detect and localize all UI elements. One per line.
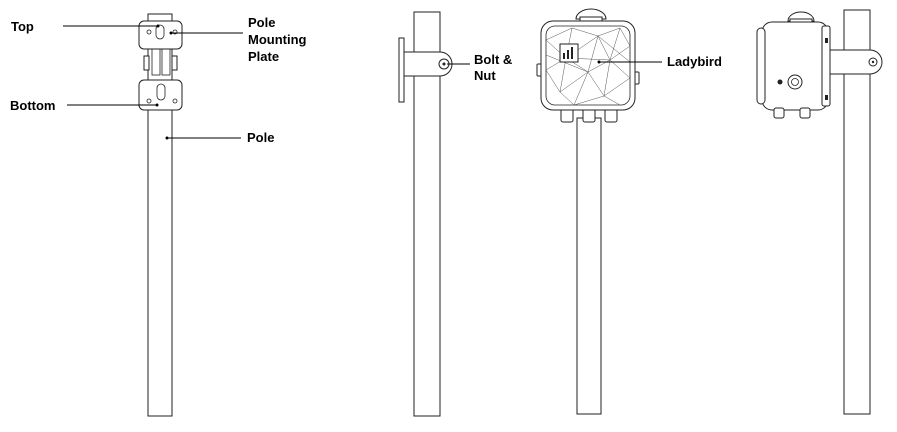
view-side-bolt: Bolt & Nut	[398, 11, 512, 417]
pole-2	[413, 11, 441, 417]
label-plate-line2: Mounting	[248, 32, 307, 47]
label-bolt-line2: Nut	[474, 68, 496, 83]
side-device-body	[761, 21, 829, 111]
top-mounting-plate	[138, 20, 183, 76]
side-port	[787, 74, 803, 90]
label-bottom: Bottom	[10, 98, 56, 113]
pole-4	[843, 9, 871, 415]
label-top: Top	[11, 19, 34, 34]
label-pole: Pole	[247, 130, 274, 145]
side-bracket-right	[825, 49, 883, 75]
view-front-ladybird: Ladybird	[536, 8, 722, 415]
ladybird-logo	[559, 43, 579, 63]
view-side-device	[756, 9, 883, 415]
label-plate-line1: Pole	[248, 15, 275, 30]
side-bracket	[403, 51, 453, 77]
label-bolt-line1: Bolt &	[474, 52, 512, 67]
ladybird-body	[540, 20, 636, 111]
view-pole-mounting-plate: Top Bottom Pole Mounting Plate Pole	[10, 13, 307, 417]
label-ladybird: Ladybird	[667, 54, 722, 69]
bottom-mounting-plate	[138, 79, 183, 111]
pole-3	[576, 117, 602, 415]
side-plate	[398, 37, 405, 103]
label-plate-line3: Plate	[248, 49, 279, 64]
